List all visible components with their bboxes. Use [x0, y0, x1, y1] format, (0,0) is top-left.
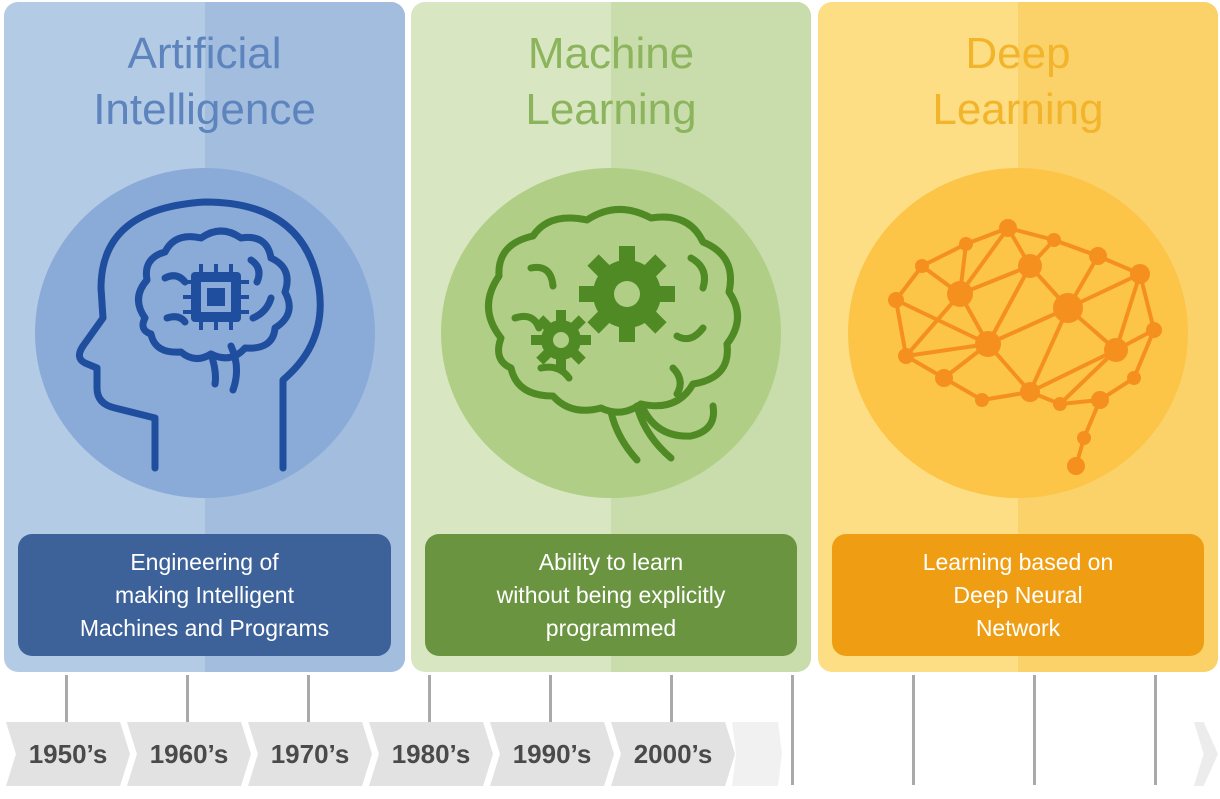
head-with-chip-brain-icon — [75, 198, 324, 472]
timeline-segment: 2000’s — [611, 722, 735, 786]
desc-line: Deep Neural — [953, 581, 1083, 608]
timeline-ticks — [0, 675, 1220, 785]
timeline-tick — [186, 675, 189, 723]
timeline-label: 2000’s — [633, 738, 713, 769]
panel-title: Deep Learning — [818, 26, 1218, 138]
timeline-segment-faded — [732, 722, 782, 786]
title-line: Artificial — [127, 29, 282, 78]
timeline-tick — [791, 675, 794, 785]
icon-circle — [34, 168, 375, 498]
icon-circle — [848, 168, 1188, 498]
timeline-label: 1970’s — [270, 738, 350, 769]
icon-circle — [441, 168, 781, 498]
panel-description: Ability to learn without being explicitl… — [425, 534, 797, 656]
timeline-tick — [65, 675, 68, 723]
title-line: Intelligence — [93, 85, 316, 134]
timeline-segment: 1950’s — [6, 722, 130, 786]
timeline-tick — [912, 675, 915, 785]
title-line: Deep — [965, 29, 1071, 78]
panel-artificial-intelligence: Artificial Intelligence — [4, 2, 405, 672]
timeline-label: 1960’s — [149, 738, 229, 769]
timeline-tick — [1154, 675, 1157, 785]
desc-line: Learning based on — [922, 548, 1114, 575]
neural-network-brain-icon — [888, 219, 1162, 475]
timeline-segment: 1960’s — [127, 722, 251, 786]
desc-line: programmed — [545, 614, 677, 641]
timeline-segment: 1980’s — [369, 722, 493, 786]
desc-line: Ability to learn — [538, 548, 684, 575]
timeline-tick — [670, 675, 673, 723]
timeline: 1950’s 1960’s 1970’s 1980’s 1990’s 2000’… — [0, 722, 1220, 786]
panel-title: Machine Learning — [411, 26, 811, 138]
panel-description: Engineering of making Intelligent Machin… — [18, 534, 391, 656]
desc-line: Machines and Programs — [79, 614, 330, 641]
desc-line: Network — [975, 614, 1061, 641]
timeline-label: 1990’s — [512, 738, 592, 769]
timeline-tick — [1033, 675, 1036, 785]
title-line: Machine — [527, 29, 695, 78]
timeline-label: 1980’s — [391, 738, 471, 769]
title-line: Learning — [525, 85, 697, 134]
brain-with-gears-icon — [485, 206, 741, 464]
title-line: Learning — [932, 85, 1104, 134]
timeline-tick — [428, 675, 431, 723]
timeline-segment: 1990’s — [490, 722, 614, 786]
timeline-label: 1950’s — [28, 738, 108, 769]
panel-machine-learning: Machine Learning — [411, 2, 811, 672]
timeline-tick — [549, 675, 552, 723]
timeline-tick — [307, 675, 310, 723]
panel-description: Learning based on Deep Neural Network — [832, 534, 1204, 656]
desc-line: making Intelligent — [115, 581, 294, 608]
panel-title: Artificial Intelligence — [4, 26, 405, 138]
desc-line: without being explicitly — [496, 581, 726, 608]
timeline-end-arrow — [1194, 722, 1218, 786]
panel-deep-learning: Deep Learning — [818, 2, 1218, 672]
timeline-segment: 1970’s — [248, 722, 372, 786]
desc-line: Engineering of — [130, 548, 279, 575]
